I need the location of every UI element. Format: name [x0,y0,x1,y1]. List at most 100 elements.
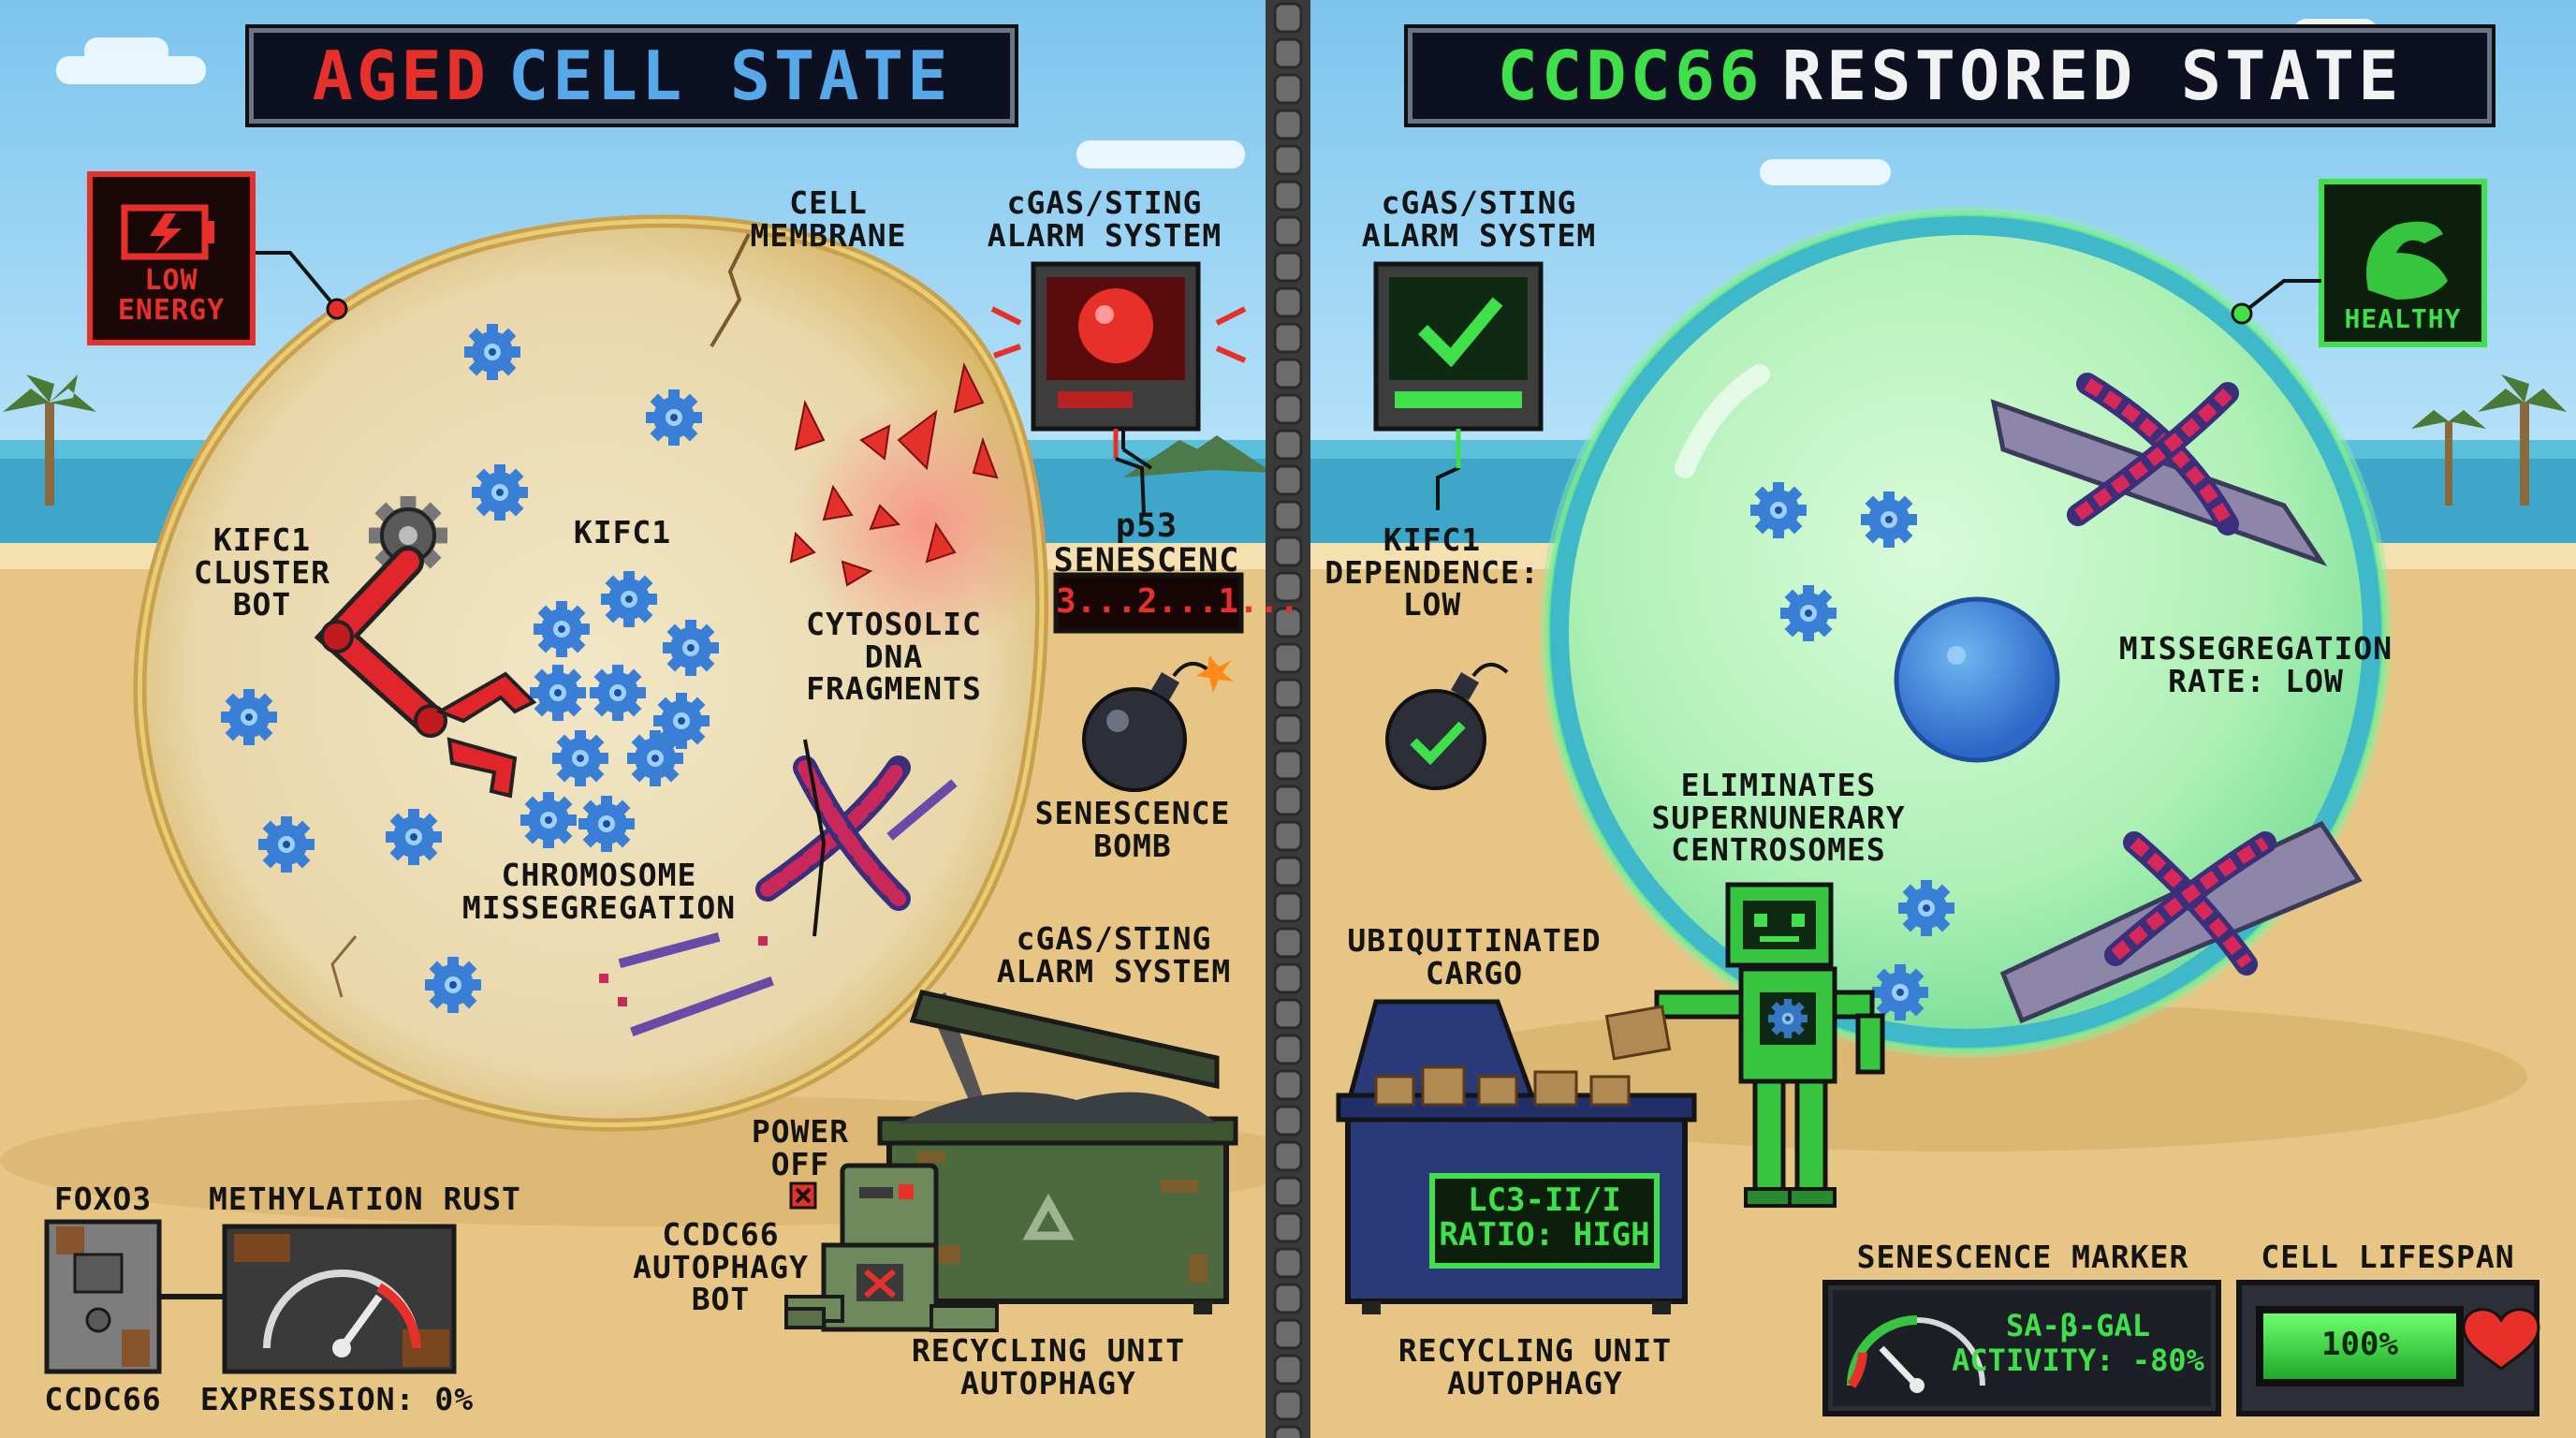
chain-link [1273,358,1303,389]
healthy-chromosome-icon [1990,373,2363,1024]
gear-icon [1780,585,1837,641]
left-title: AGED CELL STATE [249,28,1015,124]
power-off-label: POWER OFF [751,1113,850,1182]
gear-icon [530,665,586,721]
gear-icon [520,792,577,848]
chain-link [1273,322,1303,354]
gear-icon [386,809,442,865]
right-title: CCDC66 RESTORED STATE [1408,28,2492,124]
gear-icon [472,464,528,521]
recycle-icon [1022,1193,1075,1240]
foxo3-label: FOXO3 [53,1181,153,1217]
chain-link [1273,1176,1303,1208]
healthy-cell [1540,206,2392,1058]
chain-link [1273,1140,1303,1172]
chain-link [1273,1318,1303,1350]
defused-bomb-icon [1385,663,1509,790]
cgas-alarm-bottom-label: cGAS/STING ALARM SYSTEM [996,920,1232,990]
senescence-marker-gauge [1822,1280,2221,1416]
chain-link [1273,1354,1303,1386]
gear-icon [1898,880,1954,936]
chain-link [1273,642,1303,674]
gear-icon [1861,492,1917,548]
recycling-unit-left-label: RECYCLING UNIT AUTOPHAGY [911,1332,1186,1401]
gear-icon [663,620,719,676]
palm-tree-left [3,374,96,506]
gear-icon [1872,964,1928,1020]
low-energy-label: LOW ENERGY [117,264,226,327]
gear-icon [552,730,608,786]
eliminates-label: ELIMINATES SUPERNUNERARY CENTROSOMES [1651,767,1906,869]
chain-link [1273,571,1303,603]
dna-fragments [789,361,999,587]
sa-gal-readout: SA-β-GAL ACTIVITY: -80% [1952,1308,2204,1378]
kifc1-cluster-bot-label: KIFC1 CLUSTER BOT [193,521,331,624]
chain-link [1273,713,1303,745]
chain-link [1273,1389,1303,1421]
left-title-word1: AGED [312,37,490,115]
chain-link [1273,2,1303,34]
gear-icon [590,665,646,721]
bomb-icon [1082,655,1234,792]
methylation-rust-label: METHYLATION RUST [209,1181,521,1217]
gear-icon [425,957,481,1013]
chain-link [1273,393,1303,425]
gear-icon [1750,482,1807,538]
chain-link [1273,215,1303,247]
methylation-gauge-icon [222,1224,457,1374]
gear-icon [258,816,315,873]
chain-link [1273,962,1303,994]
battery-low-icon [121,204,214,260]
cytosolic-dna-label: CYTOSOLIC DNA FRAGMENTS [806,606,982,708]
chain-link [1273,144,1303,176]
cell-membrane-label: CELL MEMBRANE [750,184,907,254]
chain-link [1273,500,1303,532]
lifespan-bar [2236,1280,2540,1416]
gear-icon [464,324,520,380]
chain-link [1273,1211,1303,1243]
chain-link [1273,1283,1303,1314]
palm-tree-right [2411,374,2567,506]
alarm-bell-icon [990,261,1247,432]
gear-icon [534,601,590,657]
lc3-ratio-readout: LC3-II/I RATIO: HIGH [1439,1181,1650,1255]
lifespan-value: 100% [2321,1326,2398,1363]
chain-link [1273,1034,1303,1065]
chain-link [1273,820,1303,852]
chain-link [1273,891,1303,923]
right-title-word2: RESTORED STATE [1781,37,2403,115]
chain-link [1273,37,1303,69]
gear-icon [646,389,702,446]
chain-link [1273,998,1303,1030]
countdown-readout: 3...2...1... [1056,582,1300,621]
missegregation-rate-label: MISSEGREGATION RATE: LOW [2118,630,2393,699]
healthy-label: HEALTHY [2344,303,2462,334]
bicep-icon [2319,179,2487,347]
chain-link [1273,927,1303,959]
cgas-alarm-right-label: cGAS/STING ALARM SYSTEM [1361,184,1597,254]
chain-link [1273,286,1303,318]
chain-link [1273,678,1303,710]
gear-icon [221,689,277,745]
kifc1-dependence-label: KIFC1 DEPENDENCE: LOW [1325,521,1540,624]
chain-link [1273,464,1303,496]
left-title-word2: CELL STATE [507,37,952,115]
chain-link [1273,180,1303,212]
chain-link [1273,1105,1303,1137]
chain-link [1273,1247,1303,1279]
chromosome-missegregation-label: CHROMOSOME MISSEGREGATION [461,857,737,926]
heart-icon [2462,1308,2540,1371]
chain-link [1273,785,1303,816]
kifc1-label: KIFC1 [573,514,672,550]
cell-lifespan-label: CELL LIFESPAN [2261,1239,2515,1275]
cgas-alarm-top-label: cGAS/STING ALARM SYSTEM [987,184,1222,254]
senescence-marker-label: SENESCENCE MARKER [1856,1239,2189,1275]
expression-label: EXPRESSION: 0% [199,1381,475,1417]
chain-link [1273,109,1303,140]
ubiquitinated-cargo-label: UBIQUITINATED CARGO [1347,922,1602,991]
chain-link [1273,251,1303,283]
healthy-dumpster [1336,999,1697,1314]
right-title-word1: CCDC66 [1497,37,1764,115]
